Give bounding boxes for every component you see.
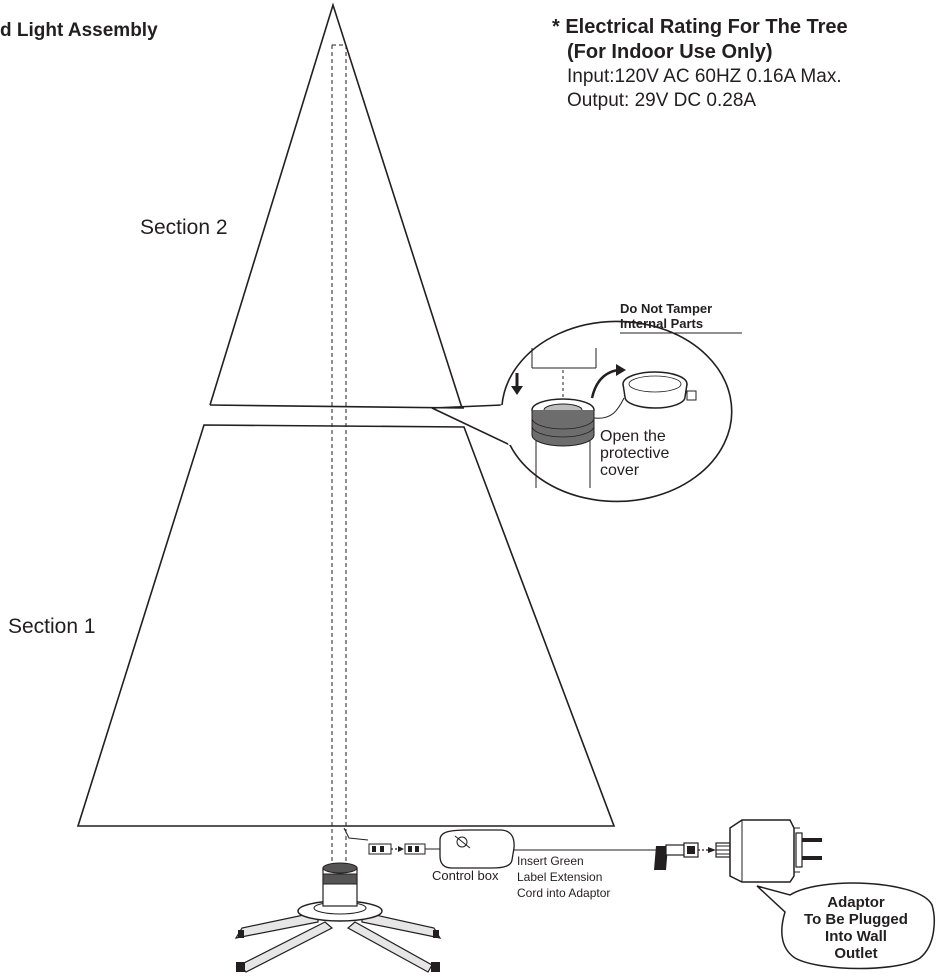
cover-label-line3: cover: [600, 462, 640, 479]
tree-section-2: [209, 2, 465, 409]
section-2-label: Section 2: [140, 216, 228, 239]
cover-label-line1: Open the: [600, 428, 666, 445]
tree-section-1: [76, 424, 616, 827]
control-box-label: Control box: [432, 868, 499, 883]
protective-cover: [622, 371, 697, 409]
page-title: d Light Assembly: [0, 20, 158, 41]
adaptor-bubble-line1: Adaptor: [827, 894, 885, 911]
curved-arrow-icon: [590, 364, 626, 399]
center-pole: [331, 44, 347, 862]
connector-callout: [431, 320, 733, 503]
stand-icon: [234, 862, 442, 973]
power-wiring: [343, 827, 440, 855]
warning-line2: Internal Parts: [620, 316, 703, 331]
adaptor-bubble-line4: Outlet: [834, 945, 877, 962]
section-1-label: Section 1: [8, 615, 96, 638]
arrow-down-icon: [511, 373, 523, 395]
insert-label-line3: Cord into Adaptor: [517, 886, 610, 900]
rating-input: Input:120V AC 60HZ 0.16A Max.: [567, 66, 842, 87]
rating-heading-line1: * Electrical Rating For The Tree: [552, 16, 848, 38]
plug-icon: [802, 838, 822, 860]
insert-label-line1: Insert Green: [517, 854, 584, 868]
rating-output: Output: 29V DC 0.28A: [567, 90, 756, 111]
cover-label-line2: protective: [600, 445, 669, 462]
adaptor-bubble: [756, 882, 935, 970]
warning-line1: Do Not Tamper: [620, 301, 712, 316]
insert-label-line2: Label Extension: [517, 870, 602, 884]
adaptor-bubble-line2: To Be Plugged: [804, 911, 908, 928]
rating-heading-line2: (For Indoor Use Only): [567, 41, 773, 63]
adaptor-bubble-line3: Into Wall: [825, 928, 887, 945]
control-box-icon: [439, 829, 515, 869]
adaptor-icon: [715, 819, 803, 883]
